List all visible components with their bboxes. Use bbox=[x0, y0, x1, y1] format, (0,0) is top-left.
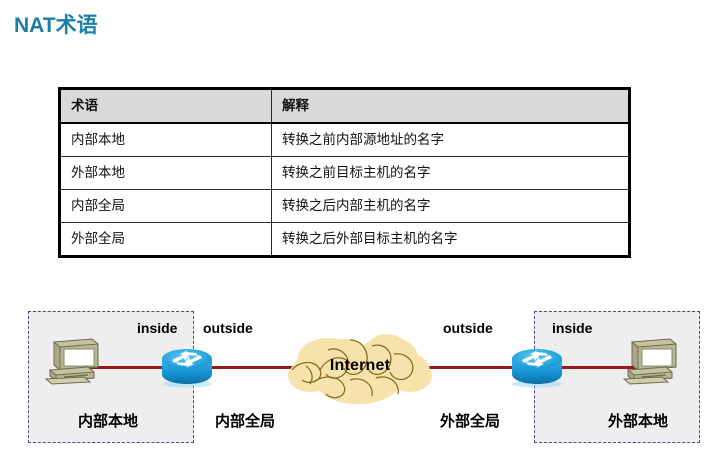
internet-cloud-icon: Internet bbox=[284, 320, 436, 412]
caption-inside-local: 内部本地 bbox=[78, 413, 139, 430]
interface-label-inside-left: inside bbox=[137, 320, 178, 336]
column-header-term: 术语 bbox=[59, 88, 272, 124]
caption-outside-global: 外部全局 bbox=[440, 413, 501, 430]
link-router-right-to-pc bbox=[556, 366, 636, 369]
table-row: 外部本地 转换之前目标主机的名字 bbox=[59, 156, 630, 190]
table-row: 外部全局 转换之后外部目标主机的名字 bbox=[59, 222, 630, 257]
cell-description: 转换之前内部源地址的名字 bbox=[271, 122, 630, 157]
pc-icon-right bbox=[622, 334, 684, 388]
cell-description: 转换之后内部主机的名字 bbox=[271, 189, 630, 223]
router-icon-left bbox=[158, 344, 216, 388]
table-row: 内部全局 转换之后内部主机的名字 bbox=[59, 189, 630, 223]
interface-label-outside-left: outside bbox=[203, 320, 253, 336]
link-internet-to-router-right bbox=[420, 366, 516, 369]
interface-label-inside-right: inside bbox=[552, 320, 593, 336]
pc-icon-left bbox=[44, 334, 106, 388]
caption-outside-local: 外部本地 bbox=[608, 413, 669, 430]
nat-network-diagram: Internet bbox=[0, 296, 720, 456]
caption-inside-global: 内部全局 bbox=[215, 413, 276, 430]
interface-label-outside-right: outside bbox=[443, 320, 493, 336]
cell-term: 内部本地 bbox=[59, 122, 272, 157]
page-title: NAT术语 bbox=[14, 14, 98, 37]
table-header-row: 术语 解释 bbox=[59, 88, 630, 124]
table-row: 内部本地 转换之前内部源地址的名字 bbox=[59, 122, 630, 157]
column-header-description: 解释 bbox=[271, 88, 630, 124]
nat-terminology-table: 术语 解释 内部本地 转换之前内部源地址的名字 外部本地 转换之前目标主机的名字… bbox=[58, 87, 631, 258]
cell-term: 外部本地 bbox=[59, 156, 272, 190]
router-icon-right bbox=[508, 344, 566, 388]
link-router-left-to-internet bbox=[205, 366, 300, 369]
cell-description: 转换之后外部目标主机的名字 bbox=[271, 222, 630, 257]
cell-description: 转换之前目标主机的名字 bbox=[271, 156, 630, 190]
internet-cloud-label: Internet bbox=[329, 357, 391, 374]
link-pc-left-to-router bbox=[88, 366, 166, 369]
cell-term: 外部全局 bbox=[59, 222, 272, 257]
cell-term: 内部全局 bbox=[59, 189, 272, 223]
